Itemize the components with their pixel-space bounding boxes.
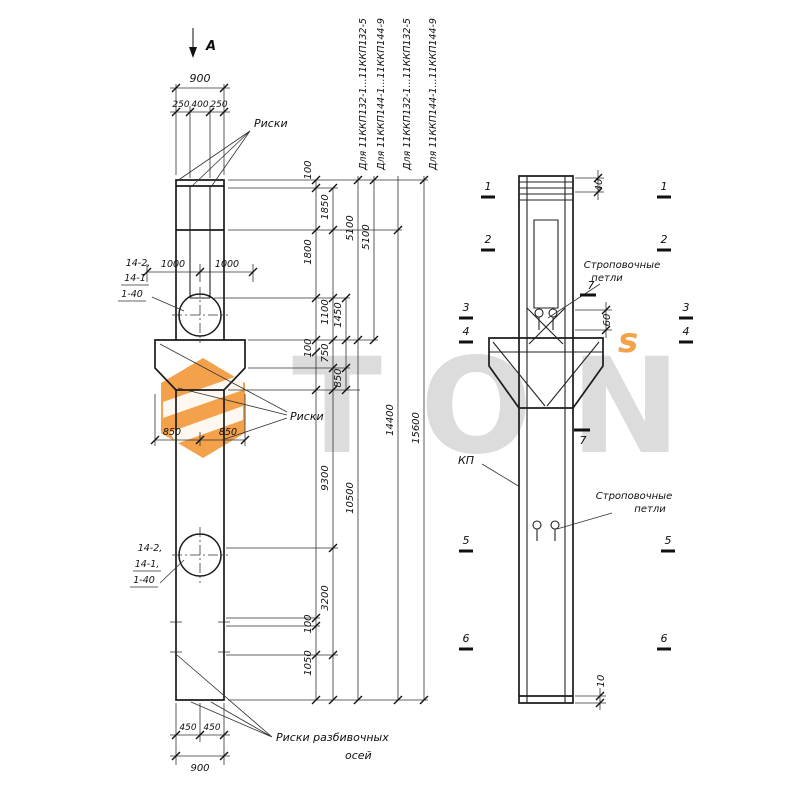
dim-v-1450: 1450 (333, 302, 344, 327)
mark-bottom-3: 1-40 (133, 575, 155, 586)
section-arrow-label: А (205, 39, 216, 54)
dim-850-left: 850 (163, 427, 181, 438)
funnel-bracing (489, 307, 603, 407)
left-view: А 900 250 400 250 Риски Риски Риски разб… (118, 18, 439, 774)
section-7-upper: 7 (588, 279, 595, 292)
right-leader-lines (481, 283, 613, 530)
riski-axes-label-1: Риски разбивочных (276, 731, 389, 744)
section-2-right: 2 (661, 233, 668, 246)
section-1-right: 1 (661, 180, 668, 193)
header-series-4: Для 11ККП144-1...11ККП144-9 (428, 18, 439, 171)
mark-top-2: 14-1 (124, 273, 146, 284)
dim-400: 400 (191, 100, 208, 110)
circle-centerlines (172, 287, 228, 583)
dim-1000-right: 1000 (215, 259, 239, 270)
mark-top-3: 1-40 (121, 289, 143, 300)
dim-v-10500: 10500 (345, 482, 356, 514)
extension-lines (146, 84, 428, 765)
mark-bottom-1: 14-2, (138, 543, 163, 554)
section-mark-bars (459, 195, 693, 651)
loops-bottom-label-1: Строповочные (596, 491, 672, 502)
section-6-right: 6 (661, 632, 668, 645)
section-7-lower: 7 (580, 434, 587, 447)
rebar-column-outline (518, 175, 574, 704)
section-3-right: 3 (683, 301, 690, 314)
rebar-inner-verticals (526, 176, 566, 703)
loops-top-label-2: петли (591, 273, 623, 284)
section-6-left: 6 (463, 632, 470, 645)
section-4-left: 4 (463, 325, 470, 338)
right-dim-ticks (593, 173, 611, 708)
lifting-loop-bottom-right (550, 520, 560, 530)
dim-60: 60 (602, 314, 613, 327)
mark-top-1: 14-2, (126, 258, 151, 269)
dim-v-14400: 14400 (385, 404, 396, 436)
dim-250-right: 250 (210, 100, 227, 110)
riski-axes-label-2: осей (345, 749, 372, 762)
dim-v-750: 750 (320, 343, 331, 362)
watermark: TON s (161, 321, 719, 484)
riski-top-label: Риски (254, 117, 288, 130)
lifting-loop-bottom-left (532, 520, 542, 530)
dim-v-100b: 100 (303, 338, 314, 357)
watermark-s-mark: s (618, 321, 638, 361)
dim-v-100a: 100 (303, 160, 314, 179)
lifting-loop-top-left (534, 308, 544, 318)
dim-850-right: 850 (219, 427, 237, 438)
dimension-ticks (142, 83, 429, 761)
dim-v-5100b: 5100 (361, 224, 372, 249)
eton-logo-stripe (163, 374, 243, 444)
section-4-right: 4 (683, 325, 690, 338)
loops-bottom-label-2: петли (634, 504, 666, 515)
lifting-loop-stems (536, 317, 556, 541)
dim-900-bottom: 900 (190, 763, 209, 774)
dimension-chain-lines (315, 176, 425, 700)
right-chain-lines (597, 170, 607, 710)
dim-40: 40 (594, 179, 605, 192)
dim-v-850: 850 (333, 368, 344, 387)
watermark-text: TON (292, 330, 719, 484)
console-outline (154, 339, 246, 391)
rebar-top-bands (519, 181, 573, 201)
right-view: 40 60 10 КП Строповочные петли Строповоч… (458, 170, 693, 710)
riski-mid-label: Риски (290, 410, 324, 423)
right-extension-lines (575, 177, 612, 704)
dim-10: 10 (596, 675, 607, 688)
dim-250-left: 250 (172, 100, 189, 110)
section-arrow-head (189, 47, 197, 58)
mark-bottom-2: 14-1, (135, 559, 160, 570)
dim-v-1100: 1100 (320, 299, 331, 324)
dim-450-right: 450 (203, 723, 220, 733)
dim-v-1850: 1850 (320, 194, 331, 219)
edge-riski-marks (170, 621, 230, 653)
mark-label-underlines (118, 284, 161, 588)
column-outline (175, 179, 225, 701)
header-series-1: Для 11ККП132-1...11ККП132-5 (358, 18, 369, 171)
section-1-left: 1 (485, 180, 492, 193)
header-series-3: Для 11ККП132-1...11ККП132-5 (402, 18, 413, 171)
column-inner-lines (189, 186, 211, 299)
dim-v-15600: 15600 (411, 412, 422, 444)
section-5-left: 5 (463, 534, 470, 547)
section-2-left: 2 (485, 233, 492, 246)
dim-v-1800: 1800 (303, 239, 314, 264)
header-series-2: Для 11ККП144-1...11ККП144-9 (376, 18, 387, 171)
dim-900-top: 900 (190, 72, 211, 85)
dim-v-1050: 1050 (303, 650, 314, 675)
loops-top-label-1: Строповочные (584, 260, 660, 271)
dim-v-100c: 100 (303, 614, 314, 633)
dim-450-left: 450 (179, 723, 196, 733)
leader-lines (151, 130, 288, 738)
section-5-right: 5 (665, 534, 672, 547)
section-3-left: 3 (463, 301, 470, 314)
kp-label: КП (458, 454, 474, 467)
dim-v-3200: 3200 (320, 585, 331, 610)
funnel-outline (488, 337, 604, 409)
dim-v-5100a: 5100 (345, 215, 356, 240)
dim-1000-left: 1000 (161, 259, 185, 270)
embedded-channel (533, 219, 559, 309)
dim-v-9300: 9300 (320, 465, 331, 490)
section-arrow-a: А (189, 28, 216, 58)
